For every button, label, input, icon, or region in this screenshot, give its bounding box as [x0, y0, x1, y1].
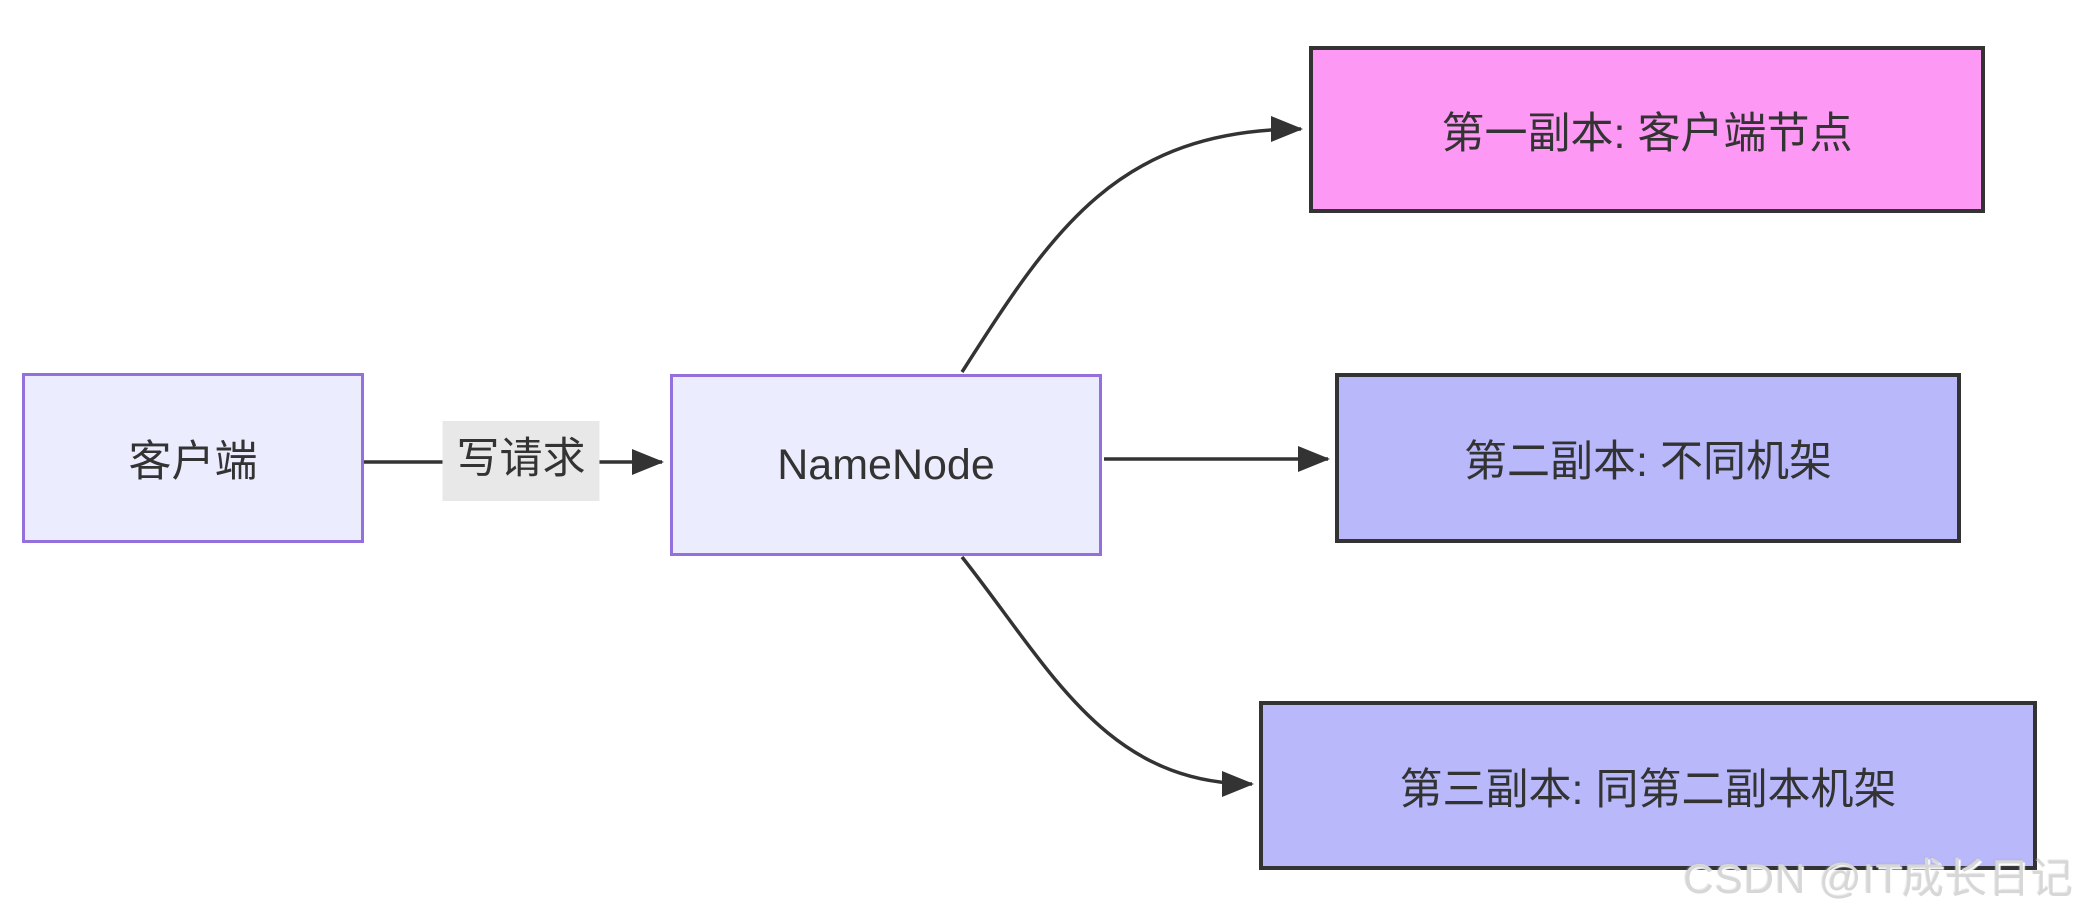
watermark: CSDN @IT成长日记: [1683, 855, 2074, 902]
node-namenode: NameNode: [670, 374, 1102, 556]
node-replica3: 第三副本: 同第二副本机架: [1259, 701, 2037, 870]
edge-namenode-replica3: [960, 555, 1254, 797]
node-replica1-label: 第一副本: 客户端节点: [1441, 109, 1853, 158]
edge-namenode-replica1: [960, 116, 1303, 373]
node-replica2: 第二副本: 不同机架: [1335, 373, 1961, 543]
node-client: 客户端: [22, 373, 364, 543]
node-replica3-label: 第三副本: 同第二副本机架: [1399, 765, 1897, 814]
node-replica1: 第一副本: 客户端节点: [1309, 46, 1985, 213]
edge-label-write-request: 写请求: [442, 421, 600, 501]
node-replica2-label: 第二副本: 不同机架: [1464, 438, 1832, 486]
node-namenode-label: NameNode: [777, 440, 995, 489]
node-client-label: 客户端: [128, 438, 258, 486]
